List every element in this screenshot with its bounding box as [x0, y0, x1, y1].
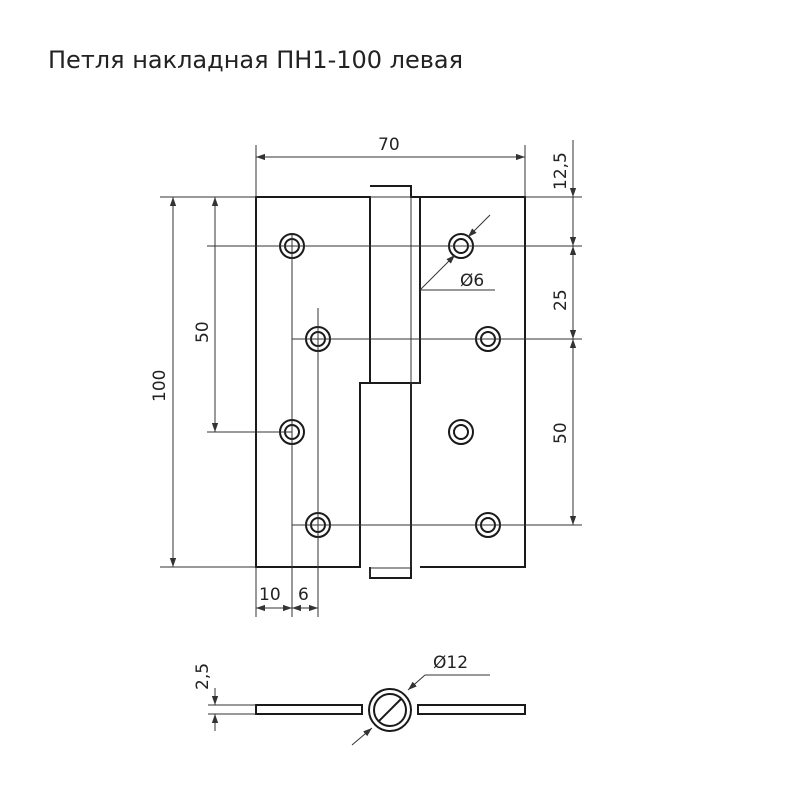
dimension-lines: [160, 140, 582, 617]
dim-top-offset: 12,5: [551, 152, 571, 190]
dim-hole-spacing-right: 50: [551, 422, 571, 444]
left-leaf-outline: [255, 196, 371, 568]
side-right-plate: [417, 704, 526, 715]
screw-hole: [448, 419, 474, 445]
dim-hole-shift: 6: [298, 585, 309, 605]
drawing-title: Петля накладная ПН1-100 левая: [48, 46, 463, 74]
dim-plate-thickness: 2,5: [193, 663, 213, 690]
knuckle-inner-circle: [373, 693, 407, 727]
hinge-front-view: [255, 185, 526, 579]
dim-edge-offset: 10: [259, 585, 281, 605]
hinge-side-view: [208, 674, 526, 746]
dim-hole-spacing-left: 50: [193, 321, 213, 343]
dim-width-total: 70: [378, 135, 400, 155]
knuckle-outer-circle: [368, 688, 412, 732]
knuckle-pin-line: [378, 698, 402, 722]
dim-knuckle-diameter: Ø12: [433, 653, 468, 673]
dim-hole-step: 25: [551, 289, 571, 311]
lower-knuckle: [360, 382, 412, 579]
dim-height-total: 100: [150, 370, 170, 402]
right-leaf-outline: [420, 196, 526, 568]
upper-knuckle: [370, 185, 421, 384]
dim-hole-diameter: Ø6: [460, 271, 484, 291]
side-left-plate: [255, 704, 363, 715]
